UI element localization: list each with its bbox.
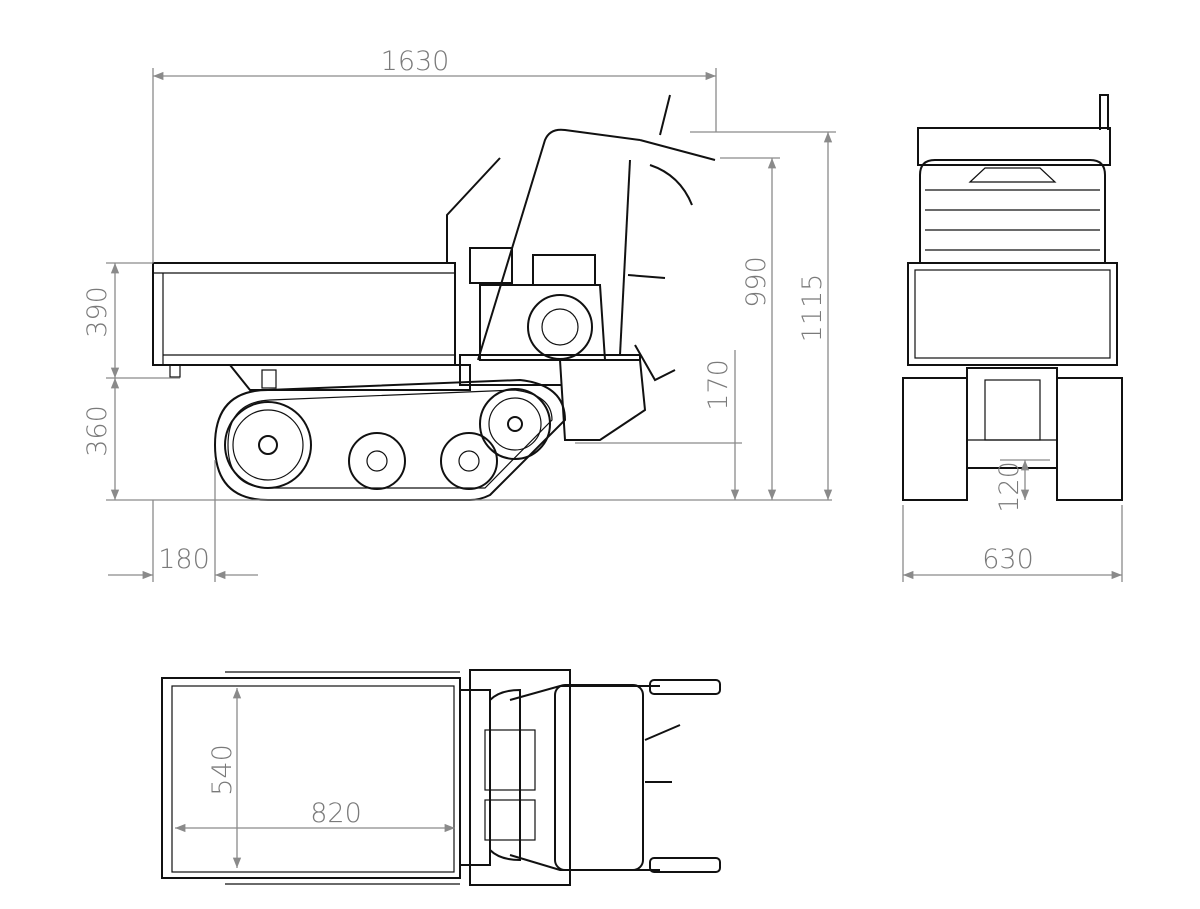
dump-bed bbox=[152, 262, 456, 366]
bed-grab-handle bbox=[446, 157, 501, 263]
engine bbox=[469, 247, 607, 361]
dim-overall-width: 630 bbox=[982, 544, 1034, 575]
dim-rear-overhang: 180 bbox=[158, 544, 210, 575]
dim-bed-width: 540 bbox=[207, 744, 238, 796]
right-track bbox=[1056, 377, 1123, 501]
undercarriage bbox=[966, 367, 1058, 469]
drive-sprocket bbox=[479, 388, 551, 460]
dim-bed-ground-height: 360 bbox=[82, 405, 113, 457]
road-wheel bbox=[440, 432, 498, 490]
right-grip bbox=[649, 857, 721, 873]
front-bed bbox=[907, 262, 1118, 366]
gearbox-housing bbox=[558, 359, 647, 441]
left-grip bbox=[649, 679, 721, 695]
dim-bed-length: 820 bbox=[310, 798, 362, 829]
dim-handle-height: 990 bbox=[741, 256, 772, 308]
dim-bed-height: 390 bbox=[82, 286, 113, 338]
dim-overall-length: 1630 bbox=[381, 46, 450, 77]
steering-handlebar bbox=[477, 128, 641, 361]
front-view bbox=[902, 94, 1123, 501]
road-wheel bbox=[348, 432, 406, 490]
top-gearbox bbox=[554, 684, 644, 871]
dim-ground-clearance-side: 170 bbox=[703, 359, 734, 411]
side-view bbox=[152, 94, 716, 501]
rear-idler-wheel bbox=[224, 401, 312, 489]
dimensions: 1630 390 360 180 990 1115 170 120 630 54… bbox=[82, 46, 1123, 868]
dim-ground-clearance: 120 bbox=[994, 461, 1025, 513]
left-track bbox=[902, 377, 968, 501]
top-view bbox=[161, 669, 721, 886]
dim-overall-height: 1115 bbox=[797, 274, 828, 343]
